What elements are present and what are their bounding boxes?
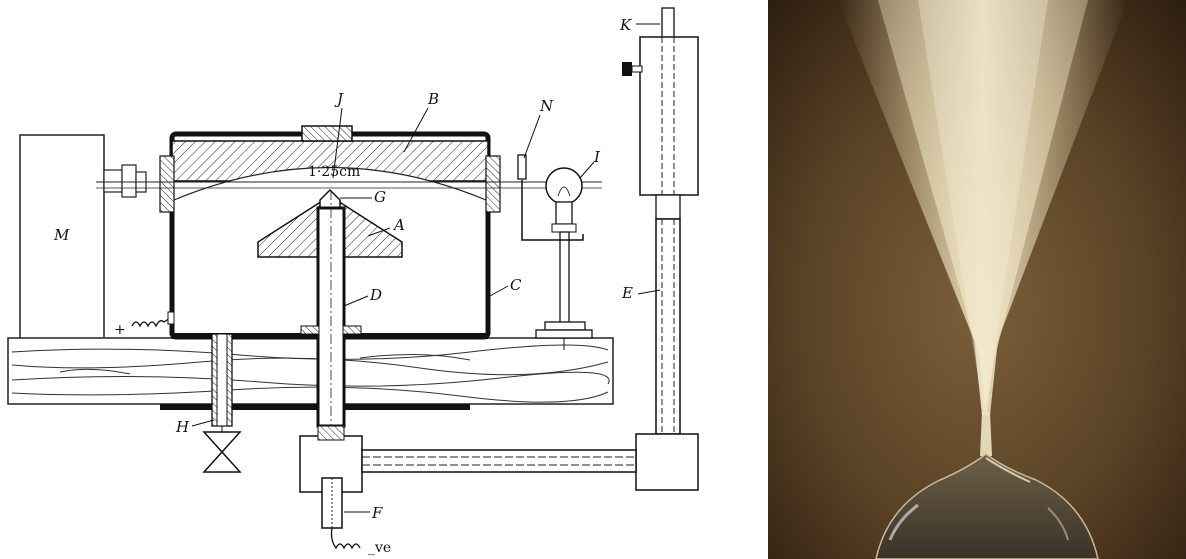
label-g: G	[374, 188, 386, 206]
spray-jet	[980, 412, 992, 456]
label-h: H	[175, 418, 190, 436]
electrospray-photo	[768, 0, 1186, 559]
label-j: J	[334, 90, 344, 108]
label-f: F	[371, 504, 383, 522]
column-e	[622, 7, 699, 491]
apparatus-diagram: K J B N I G A M D C E H F 1·25cm + _ve	[7, 7, 699, 556]
lamp	[517, 154, 593, 350]
wooden-base	[7, 337, 614, 405]
label-e: E	[621, 284, 633, 302]
label-b: B	[427, 90, 439, 108]
negative-label: _ve	[368, 540, 391, 556]
label-n: N	[539, 97, 554, 115]
plus-sign: +	[114, 322, 126, 338]
motor-shaft	[103, 169, 123, 193]
motor-box	[19, 134, 105, 341]
label-d: D	[369, 286, 382, 304]
taylor-cone	[875, 453, 1099, 559]
negative-lead	[330, 527, 361, 550]
valve-h	[202, 333, 242, 473]
connecting-pipe	[299, 425, 637, 493]
label-m: M	[53, 226, 70, 244]
label-k: K	[619, 16, 632, 34]
label-c: C	[510, 276, 522, 294]
label-a: A	[392, 216, 405, 234]
dimension-label: 1·25cm	[308, 164, 360, 180]
positive-lead	[131, 317, 171, 328]
label-i: I	[593, 148, 601, 166]
